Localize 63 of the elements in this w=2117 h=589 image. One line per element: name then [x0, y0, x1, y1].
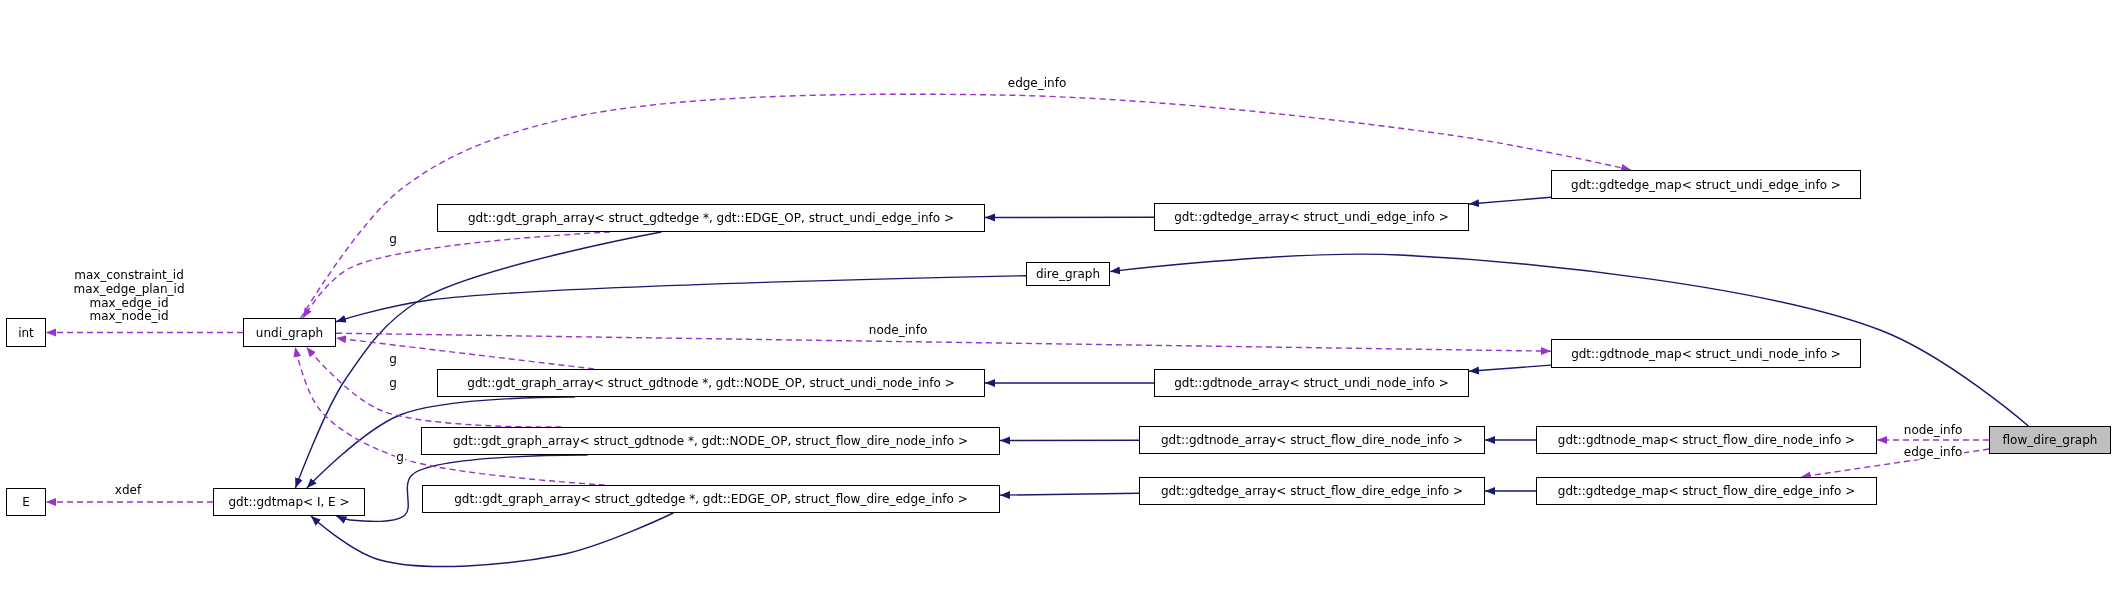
arrow	[1468, 364, 1552, 375]
class-name: dire_graph	[1035, 267, 1101, 281]
class-box	[243, 318, 336, 347]
arrow	[984, 379, 1155, 387]
class-box	[1139, 477, 1485, 505]
arrow	[999, 491, 1140, 499]
class-name: gdt::gdt_graph_array< struct_gdtedge *, gdt::EDGE_OP, struct_undi_edge_info >	[468, 211, 954, 225]
edge-label: g	[388, 233, 398, 247]
dashed-arrow	[1876, 436, 1990, 444]
class-name: flow_dire_graph	[2002, 433, 2098, 447]
class-box	[421, 427, 1000, 455]
class-name: gdt::gdtedge_array< struct_flow_dire_edge_info >	[1160, 484, 1464, 498]
edge-label: g	[395, 451, 405, 465]
class-box	[213, 488, 365, 516]
class-box	[1551, 170, 1861, 199]
class-name: gdt::gdtnode_array< struct_flow_dire_node_info >	[1160, 433, 1464, 447]
edge-label: g	[388, 377, 398, 391]
arrow	[984, 213, 1155, 222]
arrow	[1468, 196, 1552, 208]
class-box	[422, 485, 1000, 513]
class-name: gdt::gdt_graph_array< struct_gdtedge *, gdt::EDGE_OP, struct_flow_dire_edge_info >	[454, 492, 968, 506]
class-name: gdt::gdtedge_map< struct_flow_dire_edge_info >	[1557, 484, 1856, 498]
class-name: gdt::gdtnode_map< struct_undi_node_info >	[1571, 346, 1841, 361]
class-box	[6, 318, 46, 347]
class-box	[437, 204, 985, 232]
dashed-arrow	[335, 332, 1552, 356]
arrow	[1109, 253, 2030, 427]
class-box	[1154, 203, 1469, 231]
class-box	[437, 369, 985, 397]
edge-label: edge_info	[1902, 446, 1964, 460]
arrow	[335, 275, 1027, 323]
arrow	[1484, 436, 1537, 444]
arrow	[999, 436, 1140, 445]
arrow	[1484, 487, 1537, 495]
edge-label: edge_info	[1006, 77, 1068, 91]
class-box	[1536, 477, 1877, 505]
dashed-arrow	[45, 498, 214, 506]
class-name: gdt::gdtedge_array< struct_undi_edge_info >	[1174, 210, 1449, 224]
arrow	[294, 231, 663, 489]
class-box	[1536, 426, 1877, 454]
class-name: E	[22, 495, 30, 509]
class-box	[1989, 426, 2111, 454]
class-name: int	[18, 325, 34, 340]
class-box	[1154, 369, 1469, 397]
class-name: gdt::gdtnode_array< struct_undi_node_info >	[1174, 376, 1449, 390]
dashed-arrow	[335, 335, 595, 370]
dashed-arrow	[45, 328, 244, 337]
class-name: gdt::gdtnode_map< struct_flow_dire_node_info >	[1557, 433, 1856, 447]
class-box	[1551, 339, 1861, 368]
class-name: undi_graph	[255, 325, 324, 340]
class-name: gdt::gdtmap< I, E >	[228, 495, 350, 509]
class-name: gdt::gdt_graph_array< struct_gdtnode *, gdt::NODE_OP, struct_flow_dire_node_info >	[453, 434, 968, 448]
class-box	[1139, 426, 1485, 454]
class-name: gdt::gdtedge_map< struct_undi_edge_info >	[1571, 177, 1841, 192]
edge-label: g	[388, 353, 398, 367]
dashed-arrow	[300, 93, 1632, 319]
arrow	[310, 512, 674, 568]
class-name: gdt::gdt_graph_array< struct_gdtnode *, gdt::NODE_OP, struct_undi_node_info >	[467, 376, 955, 390]
edge-label: node_info	[867, 324, 929, 338]
class-box	[1026, 262, 1110, 286]
edge-label: node_info	[1902, 424, 1964, 438]
edge-label: max_constraint_id max_edge_plan_id max_edge_id max_node_id	[72, 269, 186, 325]
class-box	[6, 488, 46, 516]
